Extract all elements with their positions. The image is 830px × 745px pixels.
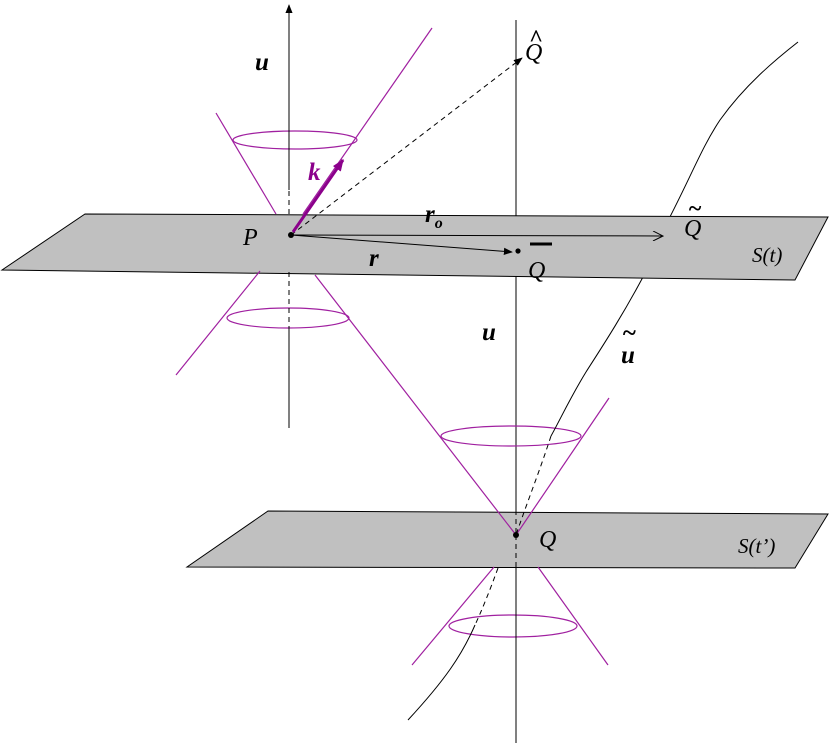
plane-s-t-prime bbox=[185, 510, 829, 569]
lower-cone-q bbox=[411, 566, 609, 666]
label-q-hat: Q bbox=[525, 40, 542, 66]
label-plane-s-t-prime: S(t’) bbox=[738, 534, 775, 558]
label-plane-s-t: S(t) bbox=[752, 243, 782, 267]
label-u-top: u bbox=[255, 49, 269, 76]
vector-p-to-q-hat bbox=[290, 57, 523, 236]
label-q-bar: Q bbox=[528, 258, 545, 284]
label-r: r bbox=[369, 245, 379, 272]
vector-r bbox=[290, 234, 513, 255]
plane-s-t bbox=[0, 213, 829, 281]
upper-cone-q bbox=[314, 274, 610, 536]
upper-cone-p bbox=[215, 27, 433, 215]
lower-cone-p bbox=[175, 270, 350, 376]
label-q-tilde: Q bbox=[684, 216, 701, 242]
label-p: P bbox=[242, 225, 258, 251]
label-u-mid: u bbox=[482, 319, 496, 346]
label-u-tilde: u bbox=[621, 342, 635, 369]
label-r-o-base: r bbox=[425, 201, 435, 228]
point-q bbox=[513, 532, 519, 538]
label-q: Q bbox=[539, 527, 556, 553]
vector-k bbox=[291, 159, 345, 233]
label-q-hat-mark: ^ bbox=[529, 26, 543, 52]
u-tilde-worldline bbox=[407, 41, 799, 721]
label-k: k bbox=[308, 159, 321, 186]
label-r-o: ro bbox=[425, 201, 443, 232]
point-q-bar bbox=[515, 248, 521, 254]
vector-r-o bbox=[290, 235, 662, 236]
label-u-tilde-mark: ~ bbox=[622, 320, 636, 347]
label-r-o-sub: o bbox=[435, 215, 443, 232]
point-p bbox=[288, 232, 294, 238]
label-q-tilde-mark: ~ bbox=[688, 196, 702, 222]
